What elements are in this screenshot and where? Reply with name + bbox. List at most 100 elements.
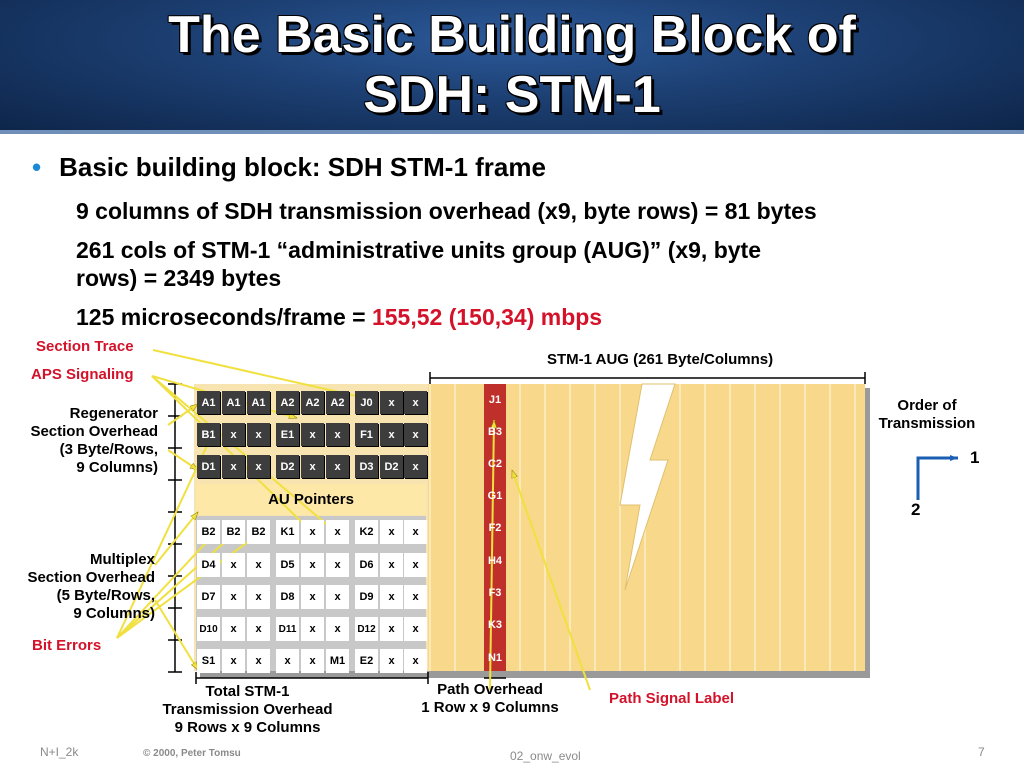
rsoh-byte: x: [326, 455, 349, 478]
msoh-byte: x: [301, 617, 324, 641]
msoh-byte: D10: [197, 617, 220, 641]
msoh-byte: K1: [276, 520, 299, 544]
rsoh-byte: E1: [276, 423, 299, 446]
path-oh-line: Path Overhead: [437, 681, 543, 698]
mux-line: Section Overhead: [27, 569, 155, 586]
subline-rate: 125 microseconds/frame = 155,52 (150,34)…: [76, 303, 602, 331]
mux-line: Multiplex: [89, 551, 155, 568]
order-arrow-icon: [916, 455, 958, 500]
slide-title-line1: The Basic Building Block of: [168, 6, 856, 64]
rsoh-byte: x: [247, 423, 270, 446]
rsoh-byte: x: [326, 423, 349, 446]
msoh-byte: x: [222, 553, 245, 577]
msoh-byte: D11: [276, 617, 299, 641]
msoh-byte: x: [301, 649, 324, 673]
order-of-transmission-label: Order of Transmission: [862, 397, 992, 433]
msoh-byte: M1: [326, 649, 349, 673]
path-overhead-byte: G1: [487, 490, 503, 502]
total-line: Total STM-1: [205, 683, 290, 700]
rsoh-byte: D2: [276, 455, 299, 478]
rsoh-byte: x: [247, 455, 270, 478]
rsoh-byte: J0: [355, 391, 378, 414]
rsoh-byte: x: [222, 455, 245, 478]
rsoh-byte: A2: [326, 391, 349, 414]
path-oh-line: 1 Row x 9 Columns: [421, 699, 559, 716]
msoh-byte: x: [380, 649, 403, 673]
msoh-byte: D12: [355, 617, 378, 641]
regenerator-overhead-label: Regenerator Section Overhead (3 Byte/Row…: [0, 405, 158, 477]
multiplex-overhead-label: Multiplex Section Overhead (5 Byte/Rows,…: [0, 551, 155, 623]
regen-line: Regenerator: [69, 405, 158, 422]
order-first-label: 1: [970, 448, 980, 467]
footer-left: N+I_2k: [40, 745, 79, 759]
subline-aug-2: rows) = 2349 bytes: [76, 265, 282, 291]
regen-line: (3 Byte/Rows,: [59, 441, 158, 458]
msoh-byte: K2: [355, 520, 378, 544]
bullet-main-text: Basic building block: SDH STM-1 frame: [59, 152, 546, 182]
path-overhead-byte: F2: [488, 522, 502, 534]
msoh-byte: x: [301, 585, 324, 609]
msoh-byte: x: [380, 553, 403, 577]
rsoh-byte: x: [301, 423, 324, 446]
rsoh-byte: A1: [222, 391, 245, 414]
msoh-byte: x: [326, 553, 349, 577]
order-second-label: 2: [911, 500, 921, 519]
rsoh-byte: D2: [380, 455, 403, 478]
msoh-byte: x: [380, 520, 403, 544]
msoh-byte: x: [222, 585, 245, 609]
order-line: Order of: [897, 397, 957, 414]
msoh-byte: D6: [355, 553, 378, 577]
rsoh-byte: x: [380, 391, 403, 414]
mux-line: (5 Byte/Rows,: [56, 587, 155, 604]
total-line: Transmission Overhead: [162, 701, 333, 718]
msoh-byte: x: [247, 553, 270, 577]
rsoh-byte: A1: [197, 391, 220, 414]
msoh-byte: x: [222, 649, 245, 673]
regen-line: 9 Columns): [76, 459, 158, 476]
rsoh-byte: D3: [355, 455, 378, 478]
subline-aug-1: 261 cols of STM-1 “administrative units …: [76, 237, 762, 263]
msoh-byte: x: [247, 649, 270, 673]
subline-rate-value: 155,52 (150,34) mbps: [371, 304, 603, 330]
section-trace-label: Section Trace: [36, 338, 134, 355]
frame-break-bolt: [619, 383, 676, 591]
slide-title-line2: SDH: STM-1: [363, 66, 661, 124]
msoh-byte: B2: [247, 520, 270, 544]
path-overhead-byte: N1: [487, 652, 503, 664]
msoh-byte: x: [247, 585, 270, 609]
msoh-byte: D4: [197, 553, 220, 577]
msoh-byte: B2: [222, 520, 245, 544]
footer-page-number: 7: [978, 745, 985, 759]
mux-line: 9 Columns): [73, 605, 155, 622]
order-line: Transmission: [878, 415, 976, 432]
msoh-byte: x: [276, 649, 299, 673]
msoh-byte: x: [404, 553, 427, 577]
msoh-byte: x: [326, 520, 349, 544]
msoh-byte: x: [326, 617, 349, 641]
title-bar: [0, 0, 1024, 134]
subline-overhead: 9 columns of SDH transmission overhead (…: [76, 198, 817, 224]
rsoh-byte: A1: [247, 391, 270, 414]
path-overhead-byte: H4: [487, 555, 503, 567]
path-overhead-column: [484, 384, 506, 671]
msoh-byte: x: [404, 649, 427, 673]
aug-label: STM-1 AUG (261 Byte/Columns): [547, 351, 774, 368]
footer-center: 02_onw_evol: [510, 749, 581, 763]
footer-copyright: © 2000, Peter Tomsu: [143, 748, 241, 759]
path-overhead-byte: K3: [487, 619, 503, 631]
rsoh-byte: A2: [301, 391, 324, 414]
msoh-byte: D7: [197, 585, 220, 609]
path-overhead-byte: B3: [487, 426, 503, 438]
rsoh-byte: x: [380, 423, 403, 446]
aps-signaling-label: APS Signaling: [31, 366, 134, 383]
total-line: 9 Rows x 9 Columns: [174, 719, 321, 736]
bullet-main: •Basic building block: SDH STM-1 frame: [32, 152, 546, 183]
rsoh-byte: x: [404, 423, 427, 446]
msoh-byte: E2: [355, 649, 378, 673]
total-overhead-label: Total STM-1 Transmission Overhead 9 Rows…: [140, 683, 355, 737]
path-overhead-label: Path Overhead 1 Row x 9 Columns: [400, 681, 580, 717]
rsoh-byte: B1: [197, 423, 220, 446]
rsoh-byte: F1: [355, 423, 378, 446]
bit-errors-label: Bit Errors: [32, 637, 102, 654]
